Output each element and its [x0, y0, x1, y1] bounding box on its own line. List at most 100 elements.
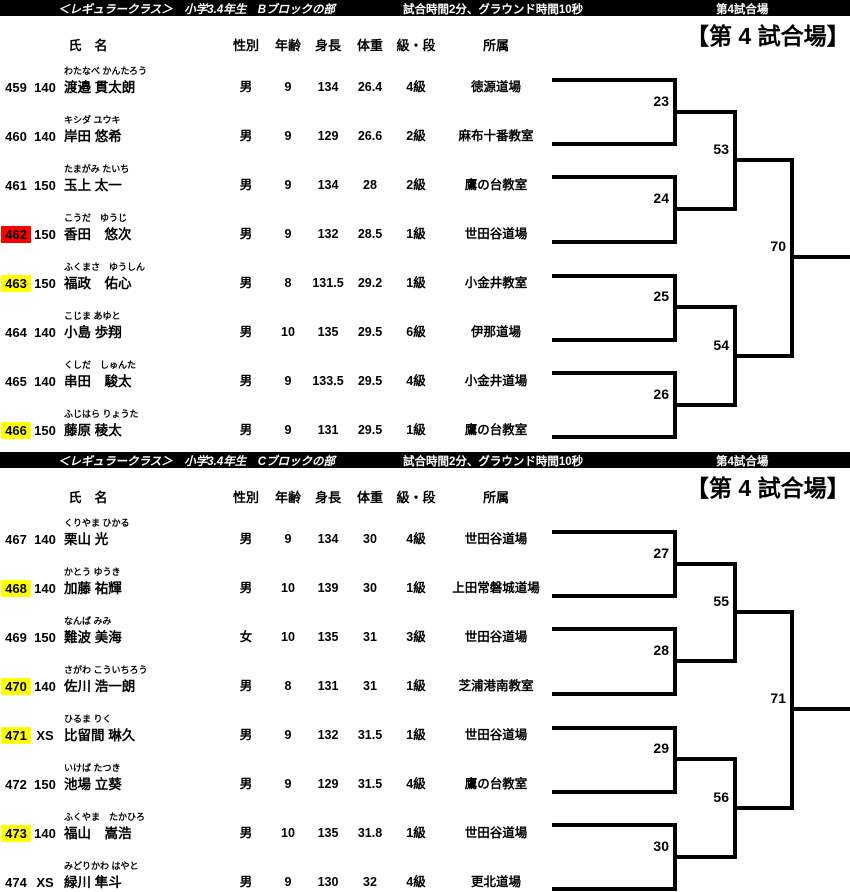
match-number: 55	[713, 593, 729, 609]
column-header-weight: 体重	[356, 38, 383, 53]
competitor-rank: 3級	[406, 630, 426, 644]
competitor-weight-class: 150	[34, 178, 56, 193]
competitor-rank: 4級	[406, 80, 426, 94]
venue-label: 第4試合場	[716, 4, 769, 16]
competitor-age: 8	[284, 679, 292, 693]
competitor-height: 135	[317, 826, 339, 840]
competitor-row: さがわ こういちろう 470 140 佐川 浩一朗 男 8 131 31 1級 …	[0, 665, 566, 696]
competitor-weight-class: 140	[34, 826, 56, 841]
competitor-age: 9	[284, 875, 292, 889]
bracket-line	[552, 726, 677, 730]
match-number: 23	[653, 93, 669, 109]
bracket-line	[673, 207, 737, 211]
competitor-kana: くしだ しゅんた	[64, 360, 137, 370]
competitor-gender: 男	[239, 129, 253, 143]
competitor-club: 伊那道場	[470, 325, 521, 339]
competitor-height: 135	[317, 325, 339, 339]
competitor-weight: 31.8	[357, 826, 383, 840]
competitor-height: 139	[317, 581, 339, 595]
competitor-name: 串田 駿太	[64, 374, 132, 389]
competitor-number: 470	[1, 678, 31, 695]
match-number: 70	[770, 238, 786, 254]
match-number: 56	[713, 789, 729, 805]
competitor-row: ひるま りく 471 XS 比留間 琳久 男 9 132 31.5 1級 世田谷…	[0, 714, 566, 745]
competitor-kana: キシダ ユウキ	[64, 115, 121, 125]
bracket-line	[673, 110, 737, 114]
competitor-name: 佐川 浩一朗	[64, 679, 136, 694]
competitor-number: 468	[1, 580, 31, 597]
competitor-club: 世田谷道場	[464, 826, 528, 840]
competitor-rank: 4級	[406, 374, 426, 388]
competitor-gender: 男	[239, 374, 253, 388]
competitor-height: 129	[317, 129, 339, 143]
competitor-club: 世田谷道場	[464, 728, 528, 742]
competitor-number: 467	[5, 532, 27, 547]
competitor-weight-class: 150	[34, 423, 56, 438]
bracket-line	[552, 175, 677, 179]
competitor-age: 9	[284, 728, 292, 742]
competitor-weight: 32	[363, 875, 377, 889]
match-time-label: 試合時間2分、グラウンド時間10秒	[403, 4, 584, 16]
competitor-rank: 1級	[406, 728, 426, 742]
competitor-weight: 29.5	[357, 325, 383, 339]
competitor-club: 麻布十番教室	[458, 129, 534, 143]
competitor-gender: 男	[239, 777, 253, 791]
competitor-row: いけば たつき 472 150 池場 立葵 男 9 129 31.5 4級 鷹の…	[0, 763, 566, 794]
competitor-club: 世田谷道場	[464, 532, 528, 546]
bracket-line	[552, 78, 677, 82]
competitor-gender: 男	[239, 679, 253, 693]
competitor-weight: 29.5	[357, 374, 383, 388]
competitor-kana: こうだ ゆうじ	[64, 213, 128, 223]
competitor-weight-class: 140	[34, 325, 56, 340]
competitor-age: 9	[284, 532, 292, 546]
competitor-club: 徳源道場	[470, 80, 521, 94]
competitor-weight: 29.5	[357, 423, 383, 437]
competitor-row: くりやま ひかる 467 140 栗山 光 男 9 134 30 4級 世田谷道…	[0, 518, 566, 549]
block-c-header-bar: ＜レギュラークラス＞ 小学3.4年生 Cブロックの部 試合時間2分、グラウンド時…	[0, 452, 850, 468]
competitor-row: ふくやま たかひろ 473 140 福山 嵩浩 男 10 135 31.8 1級…	[0, 812, 566, 843]
competitor-club: 世田谷道場	[464, 227, 528, 241]
competitor-rank: 1級	[406, 423, 426, 437]
competitor-row: ふじはら りょうた 466 150 藤原 稜太 男 9 131 29.5 1級 …	[0, 409, 566, 440]
bracket-line	[733, 158, 794, 162]
competitor-age: 9	[284, 423, 292, 437]
competitor-kana: みどりかわ はやと	[64, 861, 139, 871]
competitor-number: 463	[1, 275, 31, 292]
competitor-row: ふくまさ ゆうしん 463 150 福政 佑心 男 8 131.5 29.2 1…	[0, 262, 566, 293]
competitor-weight: 26.4	[357, 80, 383, 94]
competitor-number: 471	[1, 727, 31, 744]
competitor-name: 加藤 祐輝	[64, 581, 122, 596]
competitor-age: 10	[281, 630, 295, 644]
competitor-weight: 30	[363, 581, 377, 595]
bracket-line	[733, 354, 794, 358]
competitor-age: 8	[284, 276, 292, 290]
column-header-club: 所属	[482, 490, 509, 505]
bracket-line	[552, 823, 677, 827]
competitor-name: 渡邉 貫太朗	[64, 80, 136, 95]
competitor-row: わたなべ かんたろう 459 140 渡邉 貫太朗 男 9 134 26.4 4…	[0, 66, 566, 97]
venue-label: 第4試合場	[716, 456, 769, 468]
competitor-rank: 4級	[406, 532, 426, 546]
competitor-weight: 26.6	[357, 129, 383, 143]
competitor-gender: 男	[239, 325, 253, 339]
block-c-section: ＜レギュラークラス＞ 小学3.4年生 Cブロックの部 試合時間2分、グラウンド時…	[0, 452, 850, 892]
competitor-height: 132	[317, 227, 339, 241]
block-b-section: ＜レギュラークラス＞ 小学3.4年生 Bブロックの部 試合時間2分、グラウンド時…	[0, 0, 850, 440]
competitor-number: 474	[5, 875, 27, 890]
column-header-weight: 体重	[356, 490, 383, 505]
venue-title: 【第 4 試合場】	[686, 475, 850, 501]
competitor-weight: 29.2	[357, 276, 383, 290]
block-class-label: ＜レギュラークラス＞ 小学3.4年生 Bブロックの部	[58, 4, 336, 16]
competitor-gender: 女	[239, 630, 253, 644]
bracket-line	[552, 887, 677, 891]
bracket-line	[673, 562, 737, 566]
competitor-rank: 1級	[406, 826, 426, 840]
competitor-kana: さがわ こういちろう	[64, 665, 148, 675]
competitor-club: 小金井教室	[464, 276, 528, 290]
competitor-weight-class: 140	[34, 129, 56, 144]
bracket-line	[552, 435, 677, 439]
bracket-line	[552, 627, 677, 631]
competitor-kana: ふじはら りょうた	[64, 409, 139, 419]
competitor-name: 玉上 太一	[64, 178, 122, 193]
column-header-club: 所属	[482, 38, 509, 53]
